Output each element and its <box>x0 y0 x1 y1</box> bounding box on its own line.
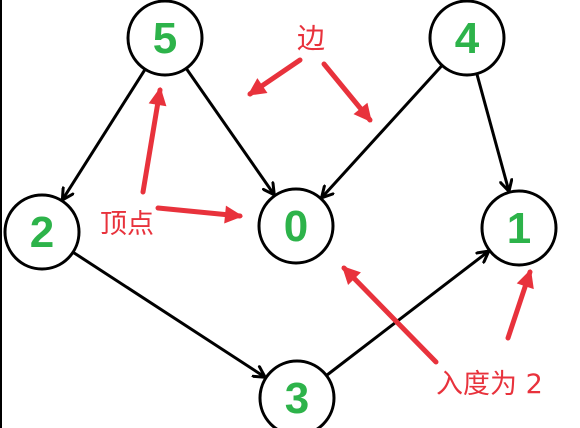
edge-2-to-3 <box>72 250 264 377</box>
node-0: 0 <box>257 187 335 265</box>
node-label: 2 <box>30 208 54 257</box>
node-label: 1 <box>507 204 531 253</box>
edge-4-to-1 <box>475 73 509 191</box>
node-label: 4 <box>455 14 480 63</box>
edge-pointer-left <box>247 57 303 97</box>
vertex-pointer-to-0 <box>155 205 243 224</box>
graph-nodes: 5 4 2 0 1 3 <box>3 0 558 428</box>
node-label: 3 <box>285 374 309 423</box>
node-circle <box>258 359 336 428</box>
indegree-annotation-label: 入度为 2 <box>436 369 543 400</box>
edge-4-to-0 <box>322 64 444 197</box>
node-label: 0 <box>284 202 308 251</box>
node-3: 3 <box>258 359 336 428</box>
edge-5-to-2 <box>63 68 147 199</box>
node-circle <box>126 0 204 77</box>
node-2: 2 <box>3 193 81 271</box>
indegree-pointer-to-1 <box>505 269 534 341</box>
annotation-arrows <box>140 57 534 365</box>
edge-3-to-1 <box>325 252 488 377</box>
node-circle <box>480 189 558 267</box>
node-5: 5 <box>126 0 204 77</box>
graph-edges <box>63 64 509 377</box>
node-1: 1 <box>480 189 558 267</box>
edge-pointer-right <box>321 61 373 123</box>
node-circle <box>257 187 335 265</box>
node-circle <box>428 0 506 77</box>
node-circle <box>3 193 81 271</box>
node-label: 5 <box>153 14 177 63</box>
edge-5-to-0 <box>184 67 274 194</box>
vertex-pointer-to-5 <box>140 87 167 195</box>
edge-annotation-label: 边 <box>297 22 325 55</box>
node-4: 4 <box>428 0 506 77</box>
vertex-annotation-label: 顶点 <box>100 209 154 240</box>
indegree-pointer-to-0 <box>341 265 439 365</box>
